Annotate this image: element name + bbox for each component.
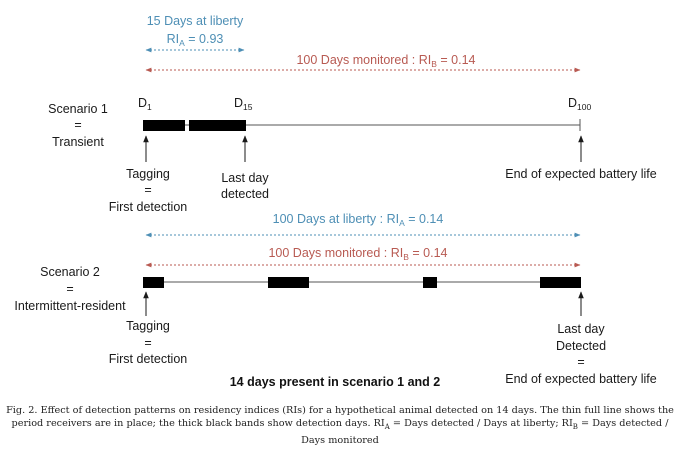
s2-last-day-line-2: Detected <box>556 339 606 353</box>
caption-part-1: Fig. 2. Effect of detection patterns on … <box>6 405 674 429</box>
s1-last-day-line-2: detected <box>221 187 269 201</box>
s1-ri-a-label: RIA = 0.93 <box>167 32 224 48</box>
s2-detection-band <box>143 277 164 288</box>
s2-at-liberty-label: 100 Days at liberty : RIA = 0.14 <box>273 212 444 228</box>
s2-last-day-line-1: Last day <box>557 322 605 336</box>
s2-last-day-line-4: End of expected battery life <box>505 372 657 386</box>
caption-part-3: = Days detected / Days monitored <box>301 418 669 446</box>
s2-detection-band <box>540 277 581 288</box>
s1-name-line-1: Scenario 1 <box>48 102 108 116</box>
s2-tagging-line-1: Tagging <box>126 319 170 333</box>
s2-name-line-2: = <box>66 282 73 296</box>
s1-day-marker-d1: D1 <box>138 96 152 112</box>
caption-sub-b: B <box>572 422 578 431</box>
s1-monitored-label: 100 Days monitored : RIB = 0.14 <box>296 53 475 69</box>
s2-tagging-line-2: = <box>144 336 151 350</box>
s1-tagging-line-1: Tagging <box>126 167 170 181</box>
s1-last-day-line-1: Last day <box>221 171 269 185</box>
s2-last-day-line-3: = <box>577 355 584 369</box>
s1-name-line-3: Transient <box>52 135 104 149</box>
s1-detection-band <box>143 120 185 131</box>
s2-detection-band <box>423 277 437 288</box>
s1-detection-band <box>189 120 246 131</box>
s1-battery-label: End of expected battery life <box>505 167 657 181</box>
s2-name-line-1: Scenario 2 <box>40 265 100 279</box>
s2-tagging-line-3: First detection <box>109 352 188 366</box>
figure-caption: Fig. 2. Effect of detection patterns on … <box>6 404 674 447</box>
s2-name-line-3: Intermittent-resident <box>14 299 126 313</box>
s1-tagging-line-3: First detection <box>109 200 188 214</box>
caption-sub-a: A <box>384 422 390 431</box>
caption-part-2: = Days detected / Days at liberty; RI <box>389 418 573 429</box>
s1-name-line-2: = <box>74 118 81 132</box>
s1-day-marker-d100: D100 <box>568 96 591 112</box>
s1-day-marker-d15: D15 <box>234 96 253 112</box>
s2-detection-band <box>268 277 309 288</box>
s1-at-liberty-label: 15 Days at liberty <box>147 14 244 28</box>
summary-text: 14 days present in scenario 1 and 2 <box>230 375 441 389</box>
s2-monitored-label: 100 Days monitored : RIB = 0.14 <box>268 246 447 262</box>
s1-tagging-line-2: = <box>144 183 151 197</box>
